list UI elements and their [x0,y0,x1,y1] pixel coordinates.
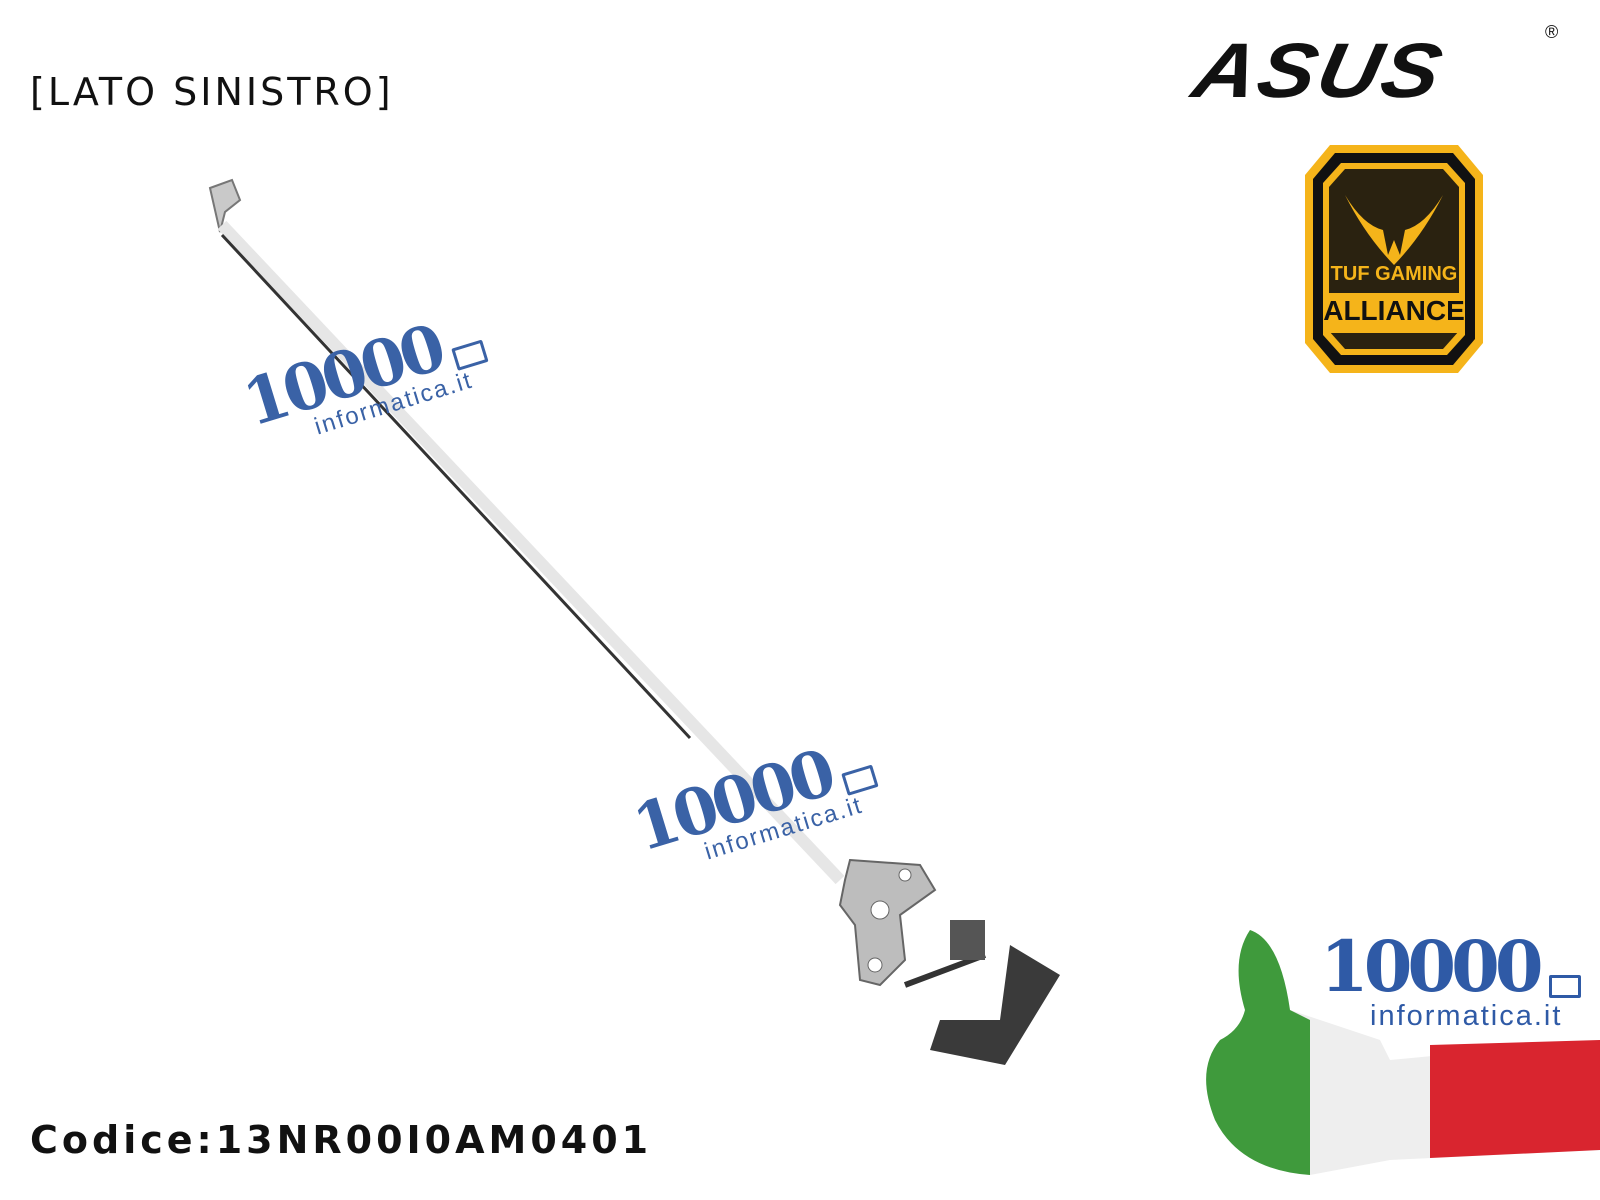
laptop-icon [841,764,879,797]
tuf-gaming-alliance-logo: TUF GAMING ALLIANCE [1305,145,1483,373]
tuf-badge-icon [1305,145,1483,373]
brand-number: 10000 [1320,925,1544,1008]
hinge-bracket [208,178,1060,1065]
product-code: Codice:13NR00I0AM0401 [30,1118,653,1162]
brand-domain: informatica.it [1370,1000,1563,1032]
brand-logo: 10000 informatica.it [1320,925,1581,1033]
tuf-line1: TUF GAMING [1330,263,1458,285]
registered-mark: ® [1545,22,1559,42]
laptop-icon [451,339,489,372]
laptop-icon [1548,975,1581,999]
side-label: [LATO SINISTRO] [30,70,394,114]
tuf-line2: ALLIANCE [1323,295,1465,326]
italy-thumbs-up-icon [1206,930,1600,1175]
